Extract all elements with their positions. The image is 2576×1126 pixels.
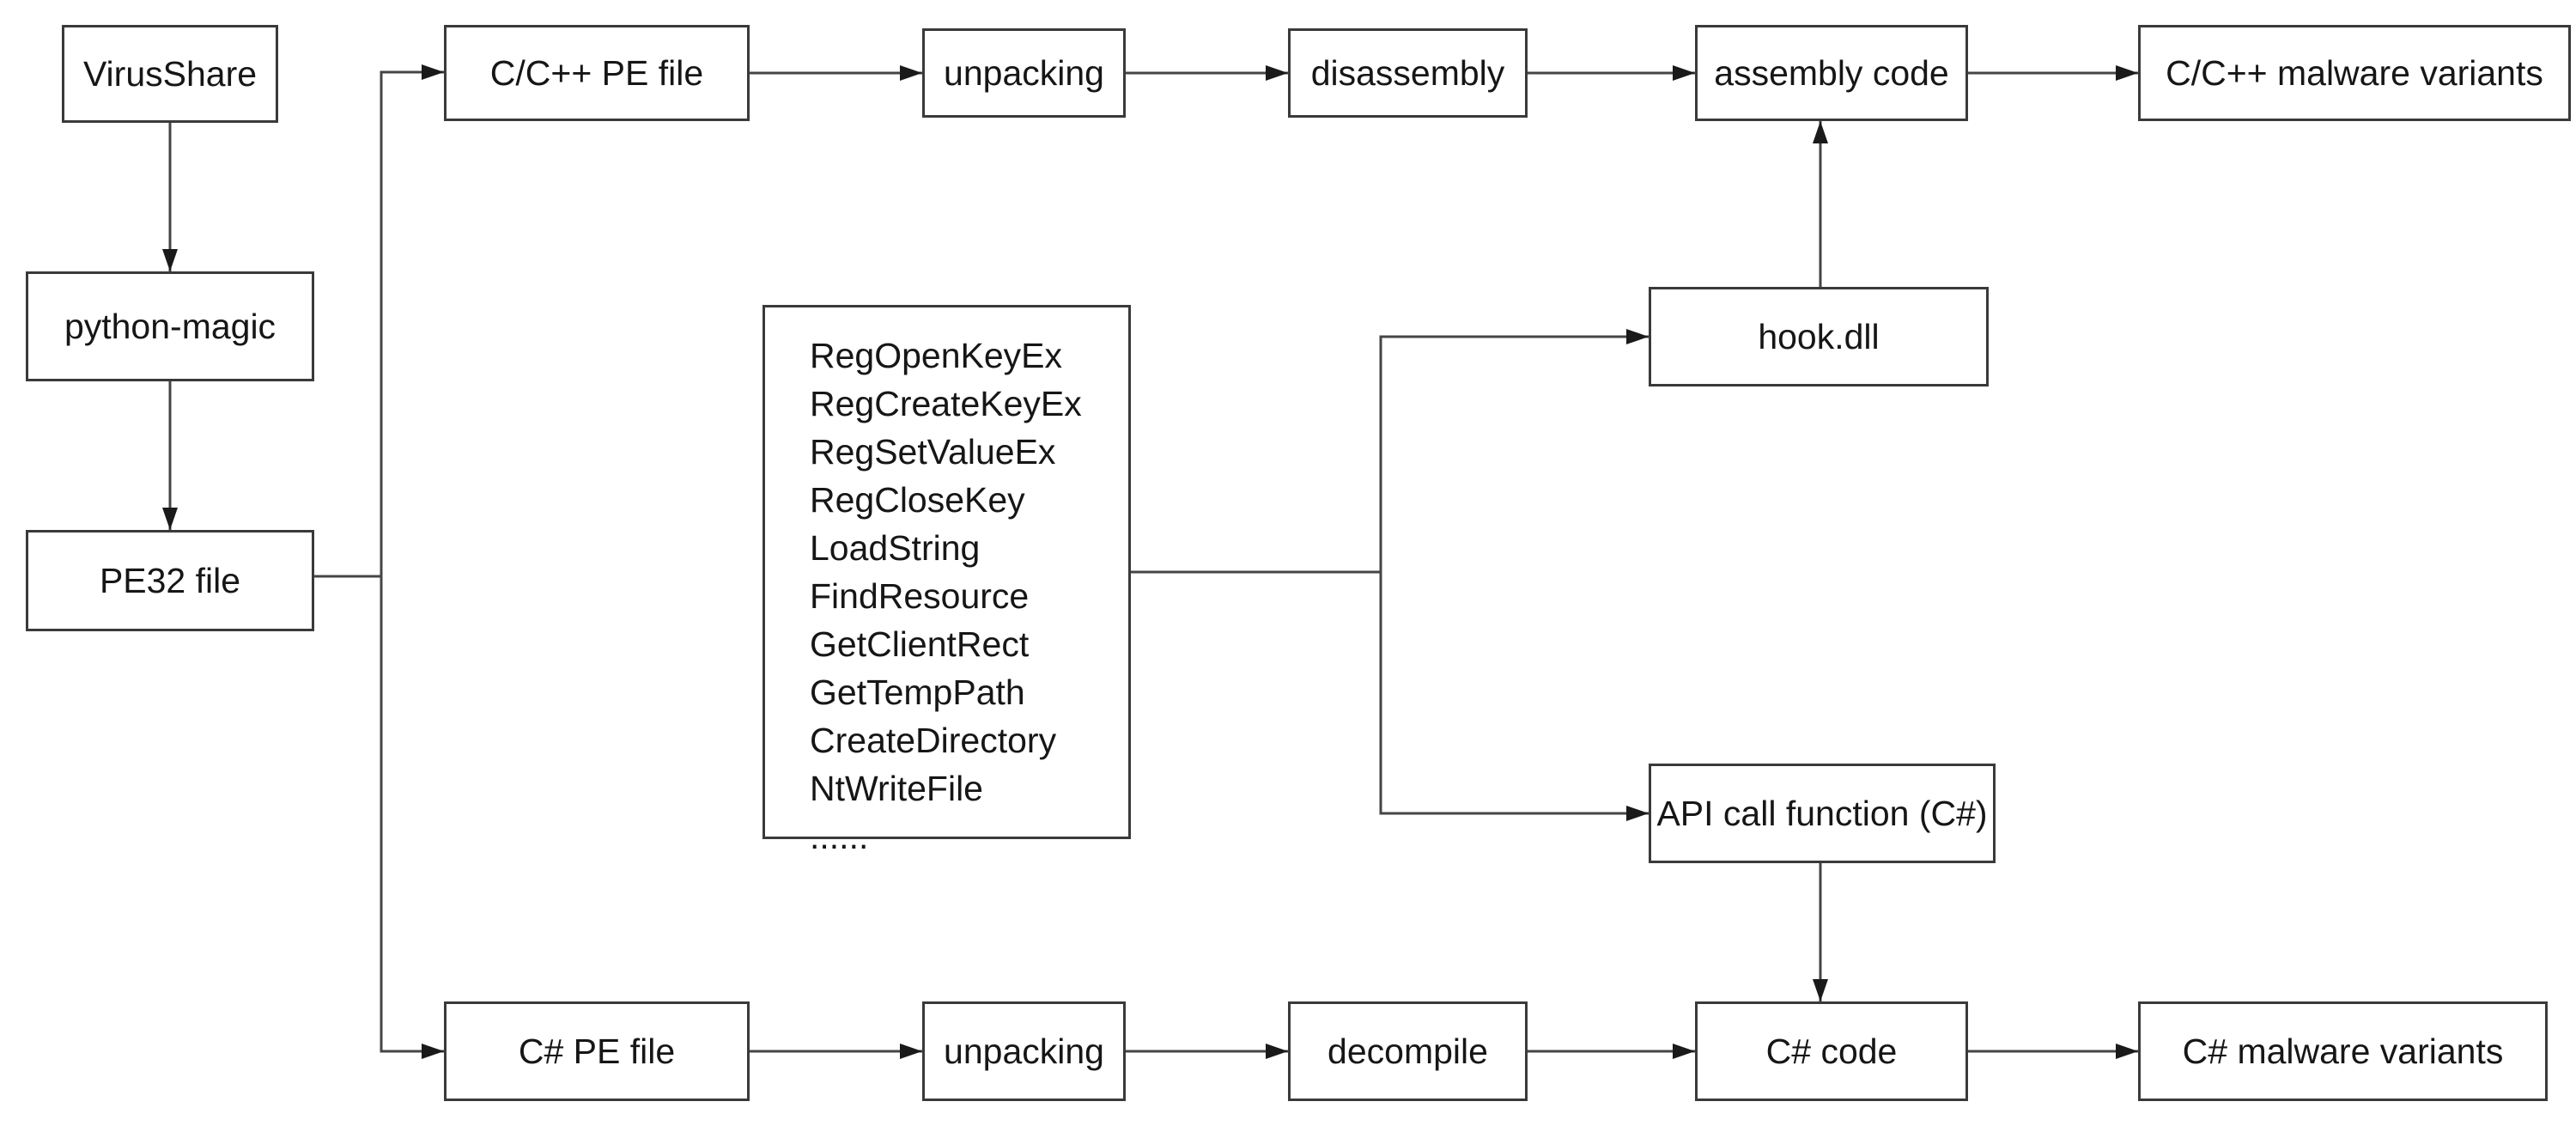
node-label: VirusShare xyxy=(82,53,258,94)
node-cs-code: C# code xyxy=(1695,1001,1968,1101)
node-label: C# malware variants xyxy=(2182,1031,2504,1071)
arrowhead-icon xyxy=(1626,329,1649,344)
connector-branch-to-hook-dll xyxy=(1379,335,1649,572)
node-unpacking-top: unpacking xyxy=(922,28,1126,118)
node-label: assembly code xyxy=(1714,52,1949,93)
node-label: C# PE file xyxy=(518,1031,676,1071)
node-cpp-malware-variants: C/C++ malware variants xyxy=(2138,25,2571,121)
api-function-name: LoadString xyxy=(810,528,981,568)
node-label: hook.dll xyxy=(1758,316,1880,356)
arrowhead-icon xyxy=(422,1044,444,1059)
node-cs-malware-variants: C# malware variants xyxy=(2138,1001,2548,1101)
node-label: python-magic xyxy=(64,306,276,346)
node-label: disassembly xyxy=(1310,52,1505,93)
node-label: C/C++ PE file xyxy=(489,52,704,93)
node-pe32-file: PE32 file xyxy=(26,530,314,631)
arrowhead-icon xyxy=(1626,806,1649,821)
api-function-name: RegCreateKeyEx xyxy=(810,384,1082,423)
api-function-name: CreateDirectory xyxy=(810,721,1057,760)
api-function-name: ...... xyxy=(810,817,869,856)
node-disassembly: disassembly xyxy=(1288,28,1528,118)
arrowhead-icon xyxy=(900,1044,922,1059)
node-hook-dll: hook.dll xyxy=(1649,287,1989,386)
arrowhead-icon xyxy=(900,65,922,81)
node-python-magic: python-magic xyxy=(26,271,314,381)
arrowhead-icon xyxy=(1673,65,1695,81)
api-function-name: GetTempPath xyxy=(810,673,1025,712)
node-api-call-function: API call function (C#) xyxy=(1649,764,1996,863)
api-function-name: GetClientRect xyxy=(810,624,1030,664)
node-virusshare: VirusShare xyxy=(62,25,278,123)
node-unpacking-bottom: unpacking xyxy=(922,1001,1126,1101)
node-label: PE32 file xyxy=(99,560,241,600)
arrowhead-icon xyxy=(2116,65,2138,81)
api-function-name: RegOpenKeyEx xyxy=(810,336,1063,375)
node-label: unpacking xyxy=(944,52,1104,93)
arrowhead-icon xyxy=(162,508,178,530)
arrowhead-icon xyxy=(1813,121,1828,143)
arrowhead-icon xyxy=(1266,1044,1288,1059)
arrowhead-icon xyxy=(1266,65,1288,81)
arrowhead-icon xyxy=(422,64,444,80)
arrowhead-icon xyxy=(1813,979,1828,1001)
api-function-name: NtWriteFile xyxy=(810,769,983,808)
arrowhead-icon xyxy=(162,249,178,271)
node-label: C# code xyxy=(1765,1031,1898,1071)
node-cs-pe-file: C# PE file xyxy=(444,1001,750,1101)
node-label: unpacking xyxy=(944,1031,1104,1071)
node-decompile: decompile xyxy=(1288,1001,1528,1101)
node-cpp-pe-file: C/C++ PE file xyxy=(444,25,750,121)
api-function-name: RegCloseKey xyxy=(810,480,1025,520)
connector-branch-to-cpp-pe-file xyxy=(380,70,444,576)
arrowhead-icon xyxy=(1673,1044,1695,1059)
connector-branch-to-api-call-function xyxy=(1379,572,1649,815)
node-label: API call function (C#) xyxy=(1656,793,1988,833)
node-label: decompile xyxy=(1327,1031,1488,1071)
api-function-name: RegSetValueEx xyxy=(810,432,1056,472)
node-assembly-code: assembly code xyxy=(1695,25,1968,121)
api-function-name: FindResource xyxy=(810,576,1030,616)
node-label: C/C++ malware variants xyxy=(2166,52,2543,93)
arrowhead-icon xyxy=(2116,1044,2138,1059)
connector-branch-to-cs-pe-file xyxy=(380,576,444,1053)
